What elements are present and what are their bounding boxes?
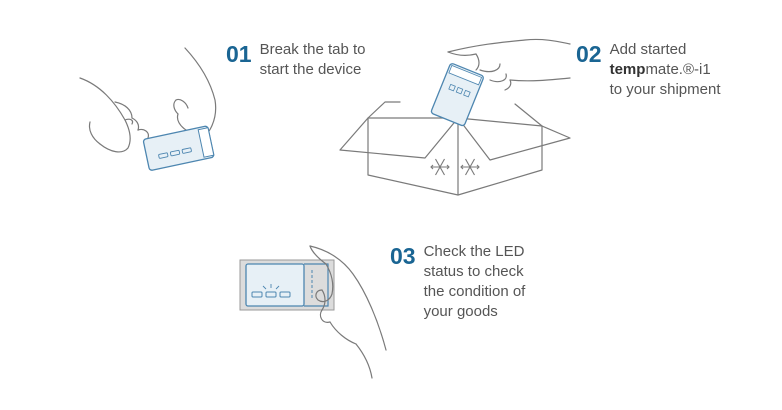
brand-temp: temp [609, 61, 646, 78]
step-01-number: 01 [226, 41, 252, 67]
step-02-line-2: tempmate.®-i1 [610, 60, 721, 80]
step-03-line-2: status to check [423, 263, 524, 280]
hands-breaking-tab-illustration [79, 47, 217, 171]
step-03-line-4: your goods [423, 303, 498, 320]
step-02-line-1: Add started [609, 41, 687, 58]
step-02-text: Add started tempmate.®-i1 to your shipme… [610, 40, 721, 100]
step-03-line-3: the condition of [423, 283, 526, 300]
snowflake-icon [460, 158, 480, 176]
step-02-number: 02 [576, 41, 602, 67]
hand-placing-device-in-box-illustration [339, 38, 571, 196]
step-01-line-2: start the device [259, 61, 362, 78]
step-02-line-3: to your shipment [609, 81, 721, 98]
snowflake-icon [430, 158, 450, 176]
step-03: 03 Check the LED status to check the con… [390, 242, 525, 322]
step-02: 02 Add started tempmate.®-i1 to your shi… [576, 40, 720, 100]
brand-mate: mate.®-i1 [645, 61, 711, 78]
step-01-text: Break the tab to start the device [260, 40, 366, 80]
hand-holding-device-led-illustration [239, 245, 387, 379]
step-01: 01 Break the tab to start the device [226, 40, 366, 80]
step-03-line-1: Check the LED [423, 243, 525, 260]
step-01-line-1: Break the tab to [259, 41, 366, 58]
step-03-number: 03 [390, 243, 416, 269]
step-03-text: Check the LED status to check the condit… [424, 242, 526, 322]
